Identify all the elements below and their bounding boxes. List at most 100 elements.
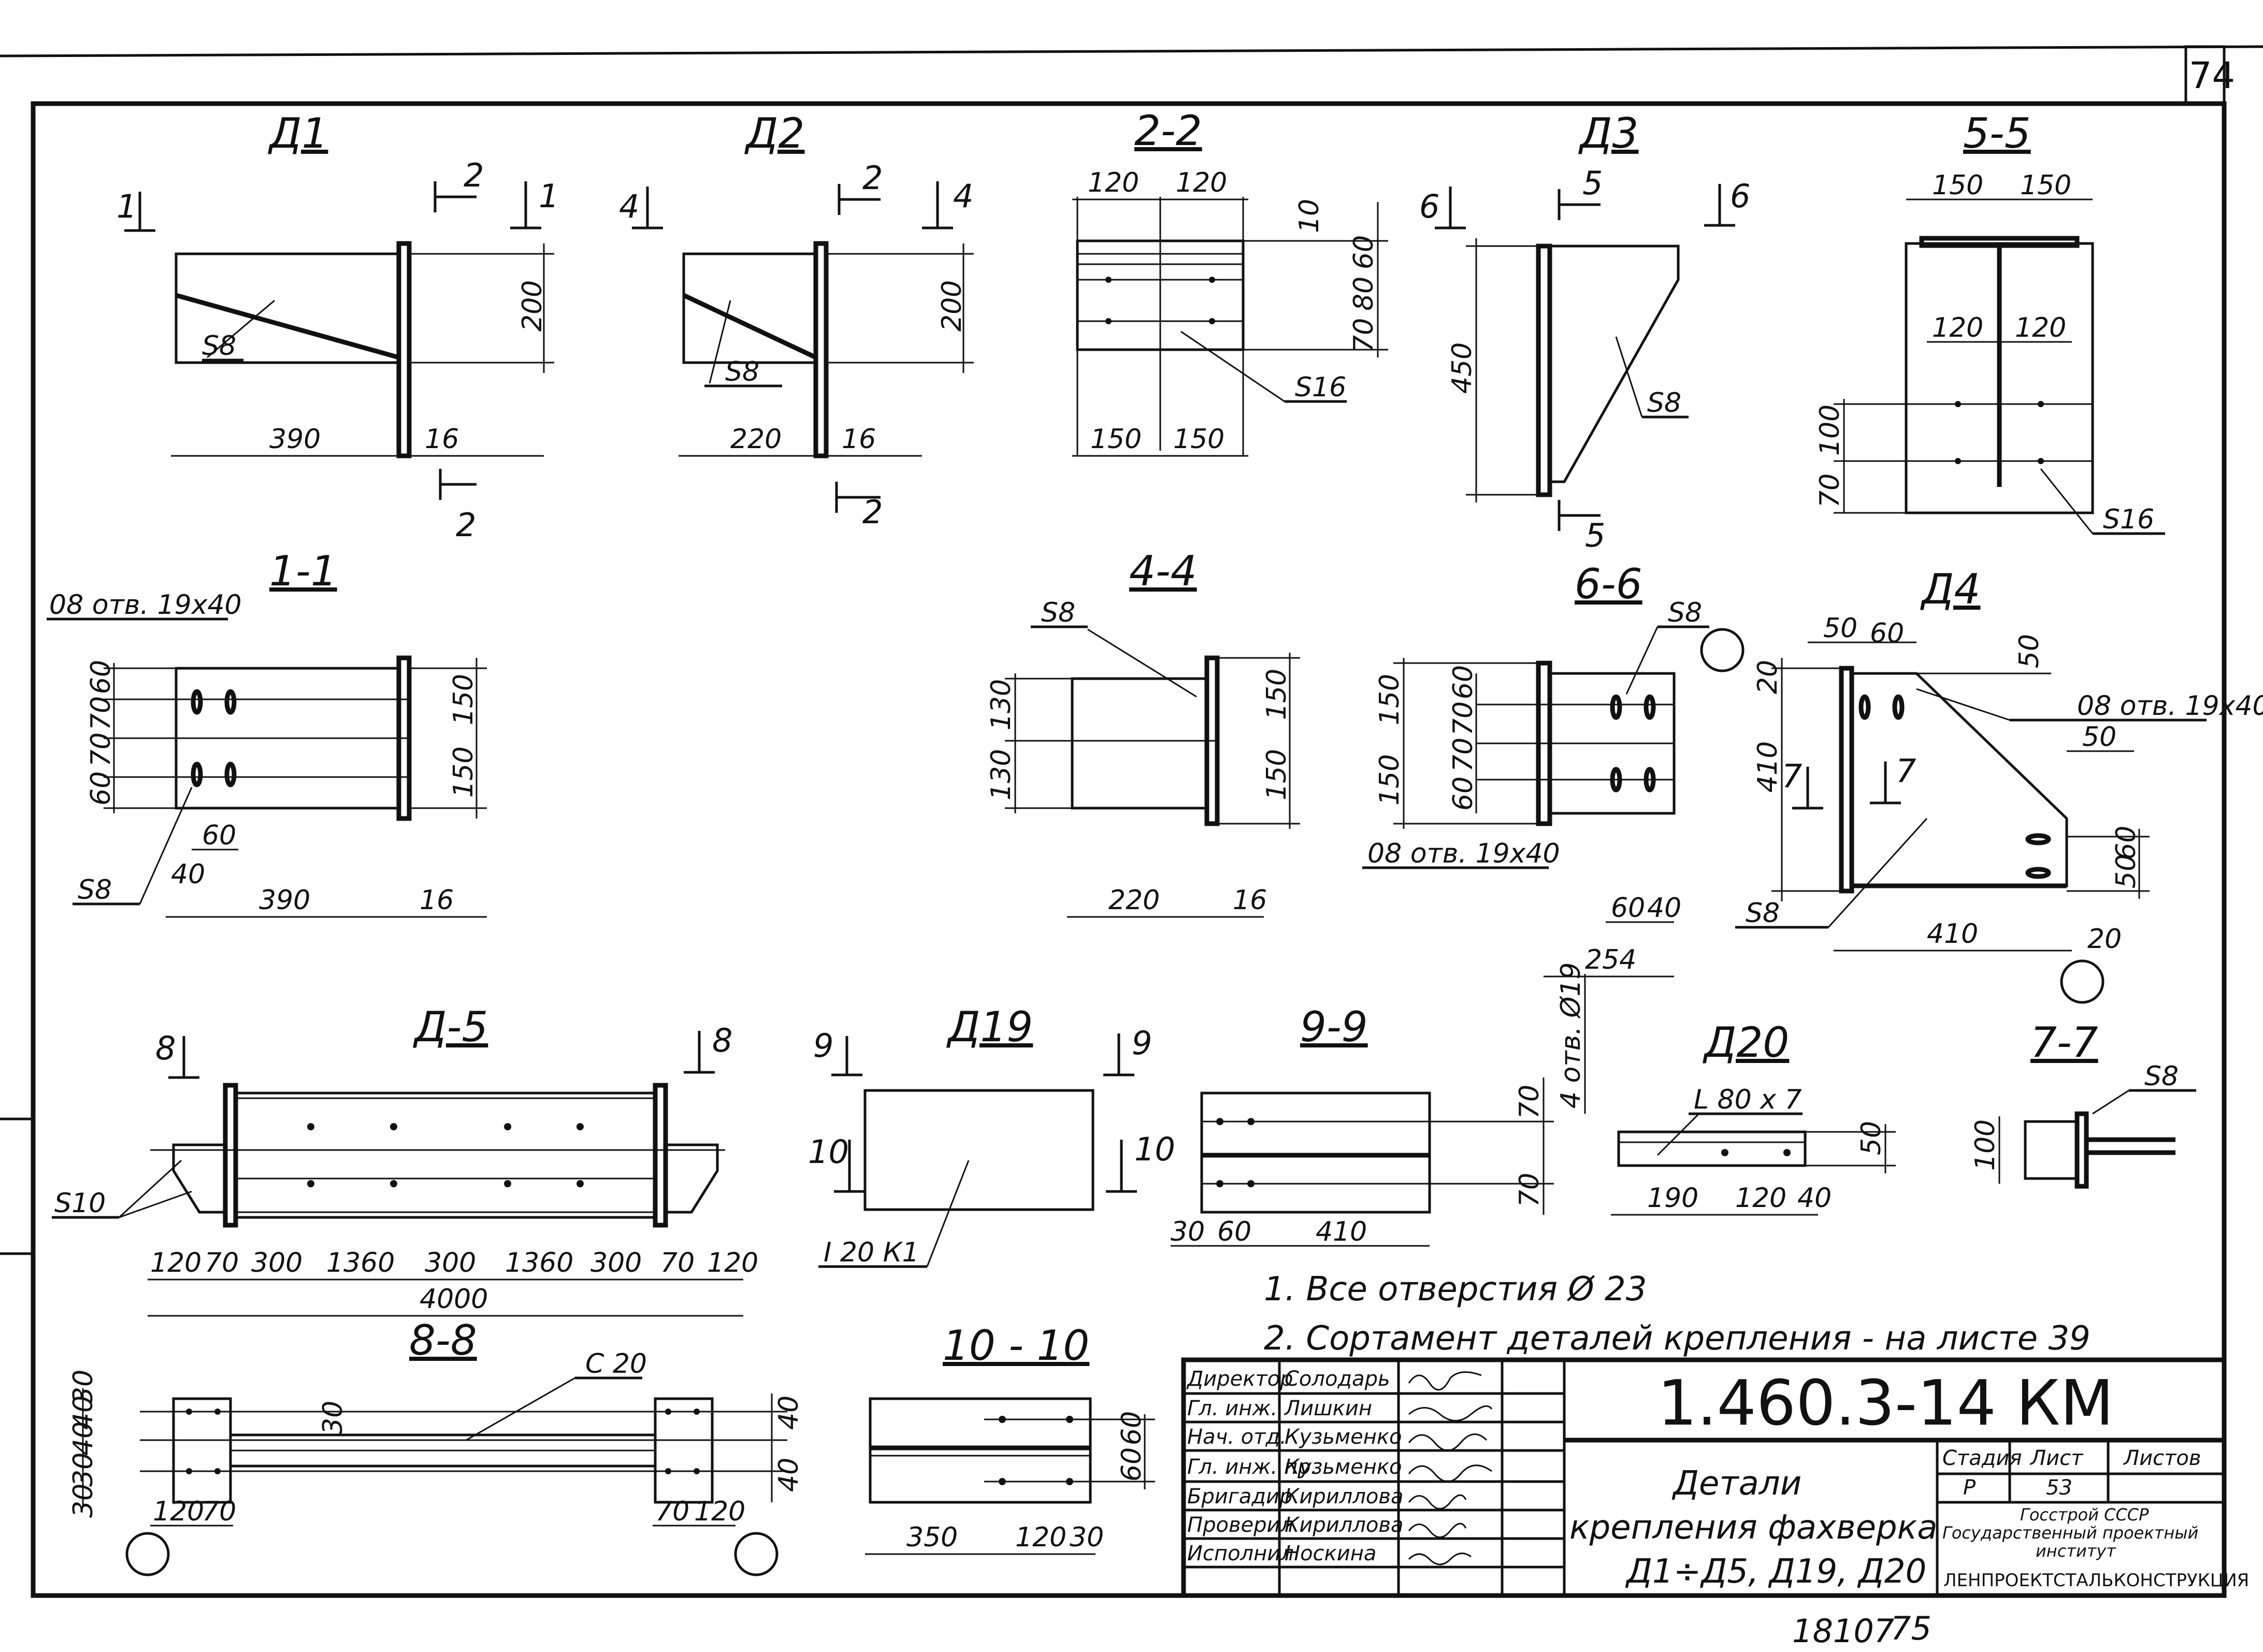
d3-end-plate: [1536, 243, 1552, 497]
d2-dim-length: 220: [730, 424, 782, 455]
view-d2: Д2 4 2 4 2 S8 200 220 16: [619, 109, 974, 531]
view-d3: Д3 6 5 6 5 450 S8: [1419, 109, 1750, 554]
s22-dim-70: 70: [1348, 318, 1379, 352]
tb-name-0: Солодарь: [1285, 1367, 1390, 1391]
s44-plate: [1071, 677, 1208, 810]
s44-dim-plate: 16: [1233, 885, 1267, 916]
d5-dim-total: 4000: [420, 1284, 488, 1315]
s88-plate-right: [654, 1397, 714, 1504]
s88-dim-70-left: 70: [202, 1496, 236, 1527]
s55-dim-70: 70: [1814, 473, 1846, 508]
s66-dim-150-bottom: 150: [1374, 754, 1405, 806]
d2-cut2-bottom: 2: [862, 493, 883, 531]
s55-dim-mid-right: 120: [2015, 312, 2066, 343]
view-title-10-10: 10 - 10: [943, 1321, 1089, 1370]
tb-name-1: Лишкин: [1284, 1397, 1372, 1420]
description-line-3: Д1÷Д5, Д19, Д20: [1625, 1553, 1926, 1591]
s99-plate: [1200, 1091, 1431, 1214]
tb-role-1: Гл. инж.: [1187, 1397, 1277, 1420]
d4-top-flange: [1839, 666, 1854, 894]
s66-plate-mark: S8: [1668, 597, 1702, 628]
view-title-5-5: 5-5: [1963, 109, 2031, 157]
s88-dim-30-center: 30: [318, 1401, 349, 1435]
s11-dim-60-top: 60: [85, 660, 117, 694]
sheet-number: 74: [2189, 54, 2235, 97]
d1-cut2-top: 2: [464, 156, 484, 194]
d20-dim-120: 120: [1735, 1183, 1786, 1214]
d1-dim-height: 200: [517, 280, 548, 332]
s66-dim-total: 254: [1585, 944, 1636, 975]
s55-dim-top-left: 150: [1932, 170, 1983, 201]
s44-plate-mark: S8: [1041, 597, 1075, 628]
d4-dim-20-bottom: 20: [2087, 924, 2122, 955]
org-line-3: институт: [2036, 1541, 2116, 1561]
s88-dim-30-top: 30: [68, 1370, 99, 1404]
organization: ЛЕНПРОЕКТСТАЛЬКОНСТРУКЦИЯ: [1943, 1570, 2249, 1591]
s11-dim-150-top: 150: [448, 674, 479, 725]
d3-dim-height: 450: [1447, 342, 1478, 394]
view-d5: Д-5 8 8 S10 120 70 300 1360 300 1360: [52, 1003, 758, 1317]
view-d1: Д1 1 2 1 2 S8 200 390 16: [117, 109, 559, 544]
view-title-d2: Д2: [744, 109, 804, 157]
d2-cut4-right: 4: [953, 177, 973, 215]
s55-plate-mark: S16: [2103, 504, 2154, 535]
stage-label: Стадия: [1942, 1446, 2022, 1470]
sheet-frame: [0, 45, 2263, 1598]
view-section-10-10: 10 - 10 60 60 350 120 30: [865, 1321, 1155, 1555]
view-title-d5: Д-5: [413, 1003, 488, 1051]
d20-dim-50: 50: [1856, 1121, 1887, 1155]
d4-cut7-left: 7: [1782, 757, 1802, 795]
tb-name-5: Кириллова: [1285, 1513, 1403, 1537]
tb-role-4: Бригадир: [1187, 1485, 1292, 1509]
s66-dim-150-top: 150: [1374, 674, 1405, 725]
view-title-7-7: 7-7: [2030, 1018, 2098, 1067]
d5-end-plate-right: [653, 1083, 668, 1228]
d19-beam: [863, 1089, 1094, 1211]
sheet-label: Лист: [2029, 1446, 2084, 1470]
s99-dim-410: 410: [1316, 1216, 1367, 1247]
d19-cut9-right: 9: [1132, 1024, 1152, 1062]
d19-cut10-left: 10: [808, 1133, 849, 1171]
s1010-dim-120: 120: [1015, 1522, 1066, 1553]
d4-dim-50-bottom: 50: [2111, 854, 2142, 888]
s22-dim-top-right: 120: [1176, 167, 1227, 198]
d5-plate-mark: S10: [54, 1188, 106, 1219]
s1010-plate: [869, 1397, 1092, 1504]
s77-plate-mark: S8: [2144, 1061, 2179, 1092]
s77-plate: [2024, 1120, 2079, 1180]
s11-dim-70-a: 70: [85, 696, 117, 730]
d1-cut1-left: 1: [117, 188, 137, 225]
d19-profile-mark: I 20 К1: [824, 1237, 919, 1268]
d1-plate-mark: S8: [202, 331, 236, 362]
d20-dim-40: 40: [1797, 1183, 1832, 1214]
d4-dim-60-top: 60: [1870, 618, 1904, 649]
sheet-value: 53: [2046, 1476, 2072, 1500]
description-line-1: Детали: [1671, 1464, 1801, 1503]
s11-dim-70-b: 70: [85, 732, 117, 767]
s99-dim-60: 60: [1217, 1216, 1251, 1247]
d1-cut1-right: 1: [539, 177, 559, 215]
d3-cut5-bottom: 5: [1585, 516, 1605, 554]
tb-name-3: Кузьменко: [1285, 1455, 1402, 1479]
d2-cut4-left: 4: [619, 188, 639, 225]
stage-value: Р: [1963, 1476, 1976, 1500]
s88-dim-40-b: 40: [68, 1421, 99, 1456]
note-1: 1. Все отверстия Ø 23: [1264, 1270, 1647, 1309]
d2-plate-mark: S8: [725, 356, 759, 387]
s11-dim-60-edge: 60: [202, 820, 236, 851]
d5-dim-1360-b: 1360: [505, 1247, 573, 1278]
d19-cut9-left: 9: [813, 1027, 833, 1065]
d5-dim-120-right: 120: [707, 1247, 758, 1278]
d2-end-plate: [813, 241, 829, 458]
s99-dim-70-top: 70: [1514, 1085, 1545, 1119]
s88-reference-circle-right: [734, 1532, 779, 1576]
tb-role-3: Гл. инж. пр.: [1187, 1455, 1317, 1479]
s88-dim-40-right-bottom: 40: [773, 1458, 804, 1492]
d5-bracket-right: [666, 1143, 719, 1214]
s88-plate-left: [172, 1397, 232, 1504]
description-line-2: крепления фахверка: [1569, 1509, 1937, 1547]
s11-plate-mark: S8: [78, 874, 112, 906]
d4-dim-410-width: 410: [1927, 918, 1978, 950]
d2-cut2-top: 2: [862, 159, 883, 197]
